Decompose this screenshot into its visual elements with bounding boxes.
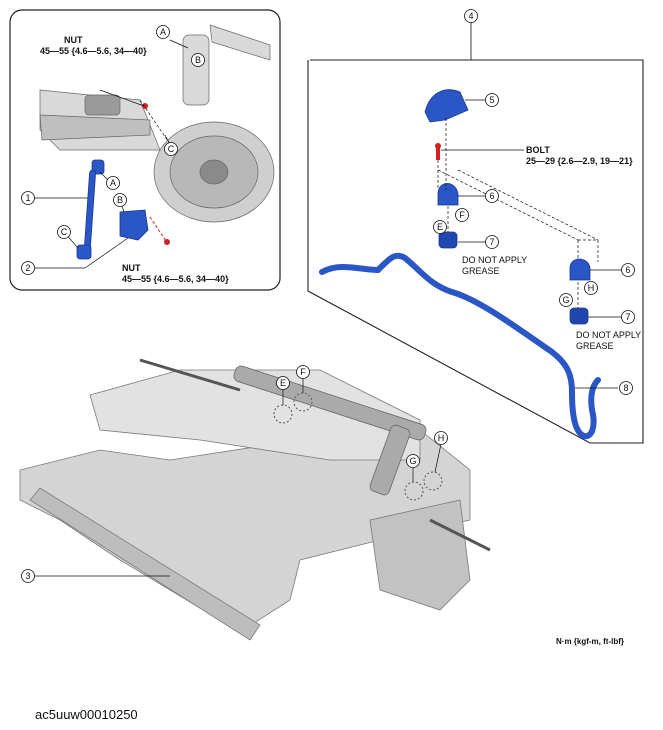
callout-6-left: 6: [489, 191, 494, 201]
callout-f-detail: F: [459, 210, 465, 220]
callout-e-frame: E: [280, 378, 286, 388]
front-subframe: [19, 369, 471, 641]
bracket-left: [437, 183, 459, 206]
figure-code: ac5uuw00010250: [35, 707, 138, 722]
no-grease-left-line1: DO NOT APPLY: [462, 255, 528, 265]
callout-e-detail: E: [437, 222, 443, 232]
callout-h-frame: H: [438, 433, 445, 443]
callout-f-frame: F: [300, 367, 306, 377]
no-grease-right-line1: DO NOT APPLY: [576, 330, 642, 340]
callout-g-detail: G: [562, 295, 569, 305]
callout-h-detail: H: [588, 283, 595, 293]
torque-units: N·m {kgf-m, ft-lbf}: [556, 637, 624, 646]
stabilizer-link: [76, 159, 105, 260]
nut-upper: [142, 103, 148, 109]
bolt-torque: 25—29 {2.6—2.9, 19—21}: [526, 156, 633, 166]
callout-b-bracket: B: [117, 195, 123, 205]
callout-a-link: A: [110, 178, 116, 188]
callout-2: 2: [25, 263, 30, 273]
callout-5: 5: [489, 95, 494, 105]
bolt-label: BOLT: [526, 145, 550, 155]
callout-8: 8: [623, 383, 628, 393]
callout-4: 4: [468, 11, 473, 21]
callout-b-top: B: [195, 55, 201, 65]
bushing-cover: [424, 89, 469, 123]
bushing-right: [569, 307, 589, 325]
nut-lower: [164, 239, 170, 245]
bushing-left: [438, 231, 458, 249]
stabilizer-bar: [319, 252, 601, 440]
callout-g-frame: G: [409, 456, 416, 466]
callout-1: 1: [25, 193, 30, 203]
callout-c-link: C: [61, 227, 68, 237]
nut-label-lower: NUT: [122, 263, 141, 273]
callout-c-knuckle: C: [168, 144, 175, 154]
detail-frame: [307, 59, 644, 444]
callout-3: 3: [25, 571, 30, 581]
inset-frame: [9, 9, 281, 291]
bracket-right: [569, 258, 591, 281]
no-grease-right-line2: GREASE: [576, 341, 614, 351]
nut-torque-lower: 45—55 {4.6—5.6, 34—40}: [122, 274, 229, 284]
knuckle-assembly: [39, 24, 275, 223]
callout-a-top: A: [160, 27, 166, 37]
stabilizer-bracket: [119, 209, 149, 241]
callout-6-right: 6: [625, 265, 630, 275]
no-grease-left-line2: GREASE: [462, 266, 500, 276]
callout-7-right: 7: [625, 312, 630, 322]
nut-label-upper: NUT: [64, 35, 83, 45]
bolt-red: [436, 146, 440, 160]
nut-torque-upper: 45—55 {4.6—5.6, 34—40}: [40, 46, 147, 56]
callout-7-left: 7: [489, 237, 494, 247]
